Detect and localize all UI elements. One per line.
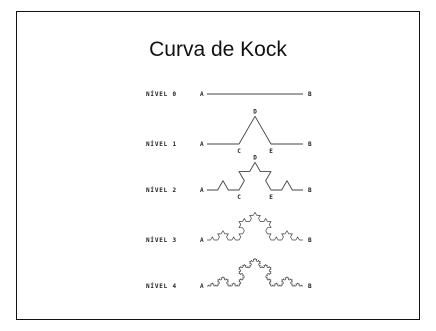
point-label-a: A: [200, 283, 204, 290]
point-label-b: B: [308, 187, 312, 194]
point-label-a: A: [200, 237, 204, 244]
point-label-a: A: [200, 141, 204, 148]
koch-level-3: [207, 211, 303, 241]
point-label-c: C: [237, 148, 241, 155]
koch-curve-level-2: [207, 161, 303, 191]
koch-curve-level-4: [207, 257, 303, 287]
slide-title: Curva de Kock: [149, 38, 287, 61]
level-label: NÍVEL 2: [146, 186, 177, 194]
point-label-d: D: [253, 108, 257, 115]
point-label-b: B: [308, 141, 312, 148]
level-label: NÍVEL 1: [146, 140, 177, 148]
level-label: NÍVEL 3: [146, 236, 177, 244]
koch-curve-level-3: [207, 211, 303, 241]
slide-frame: Curva de Kock: [16, 11, 420, 320]
point-label-b: B: [308, 237, 312, 244]
koch-curve-level-1: [207, 115, 303, 145]
point-label-e: E: [269, 148, 273, 155]
point-label-a: A: [200, 187, 204, 194]
point-label-e: E: [269, 194, 273, 201]
koch-level-2: [207, 161, 303, 191]
point-label-b: B: [308, 91, 312, 98]
point-label-d: D: [253, 154, 257, 161]
level-label: NÍVEL 4: [146, 282, 177, 290]
koch-level-4: [207, 257, 303, 287]
point-label-a: A: [200, 91, 204, 98]
point-label-c: C: [237, 194, 241, 201]
level-label: NÍVEL 0: [146, 90, 177, 98]
koch-level-1: [207, 115, 303, 145]
point-label-b: B: [308, 283, 312, 290]
